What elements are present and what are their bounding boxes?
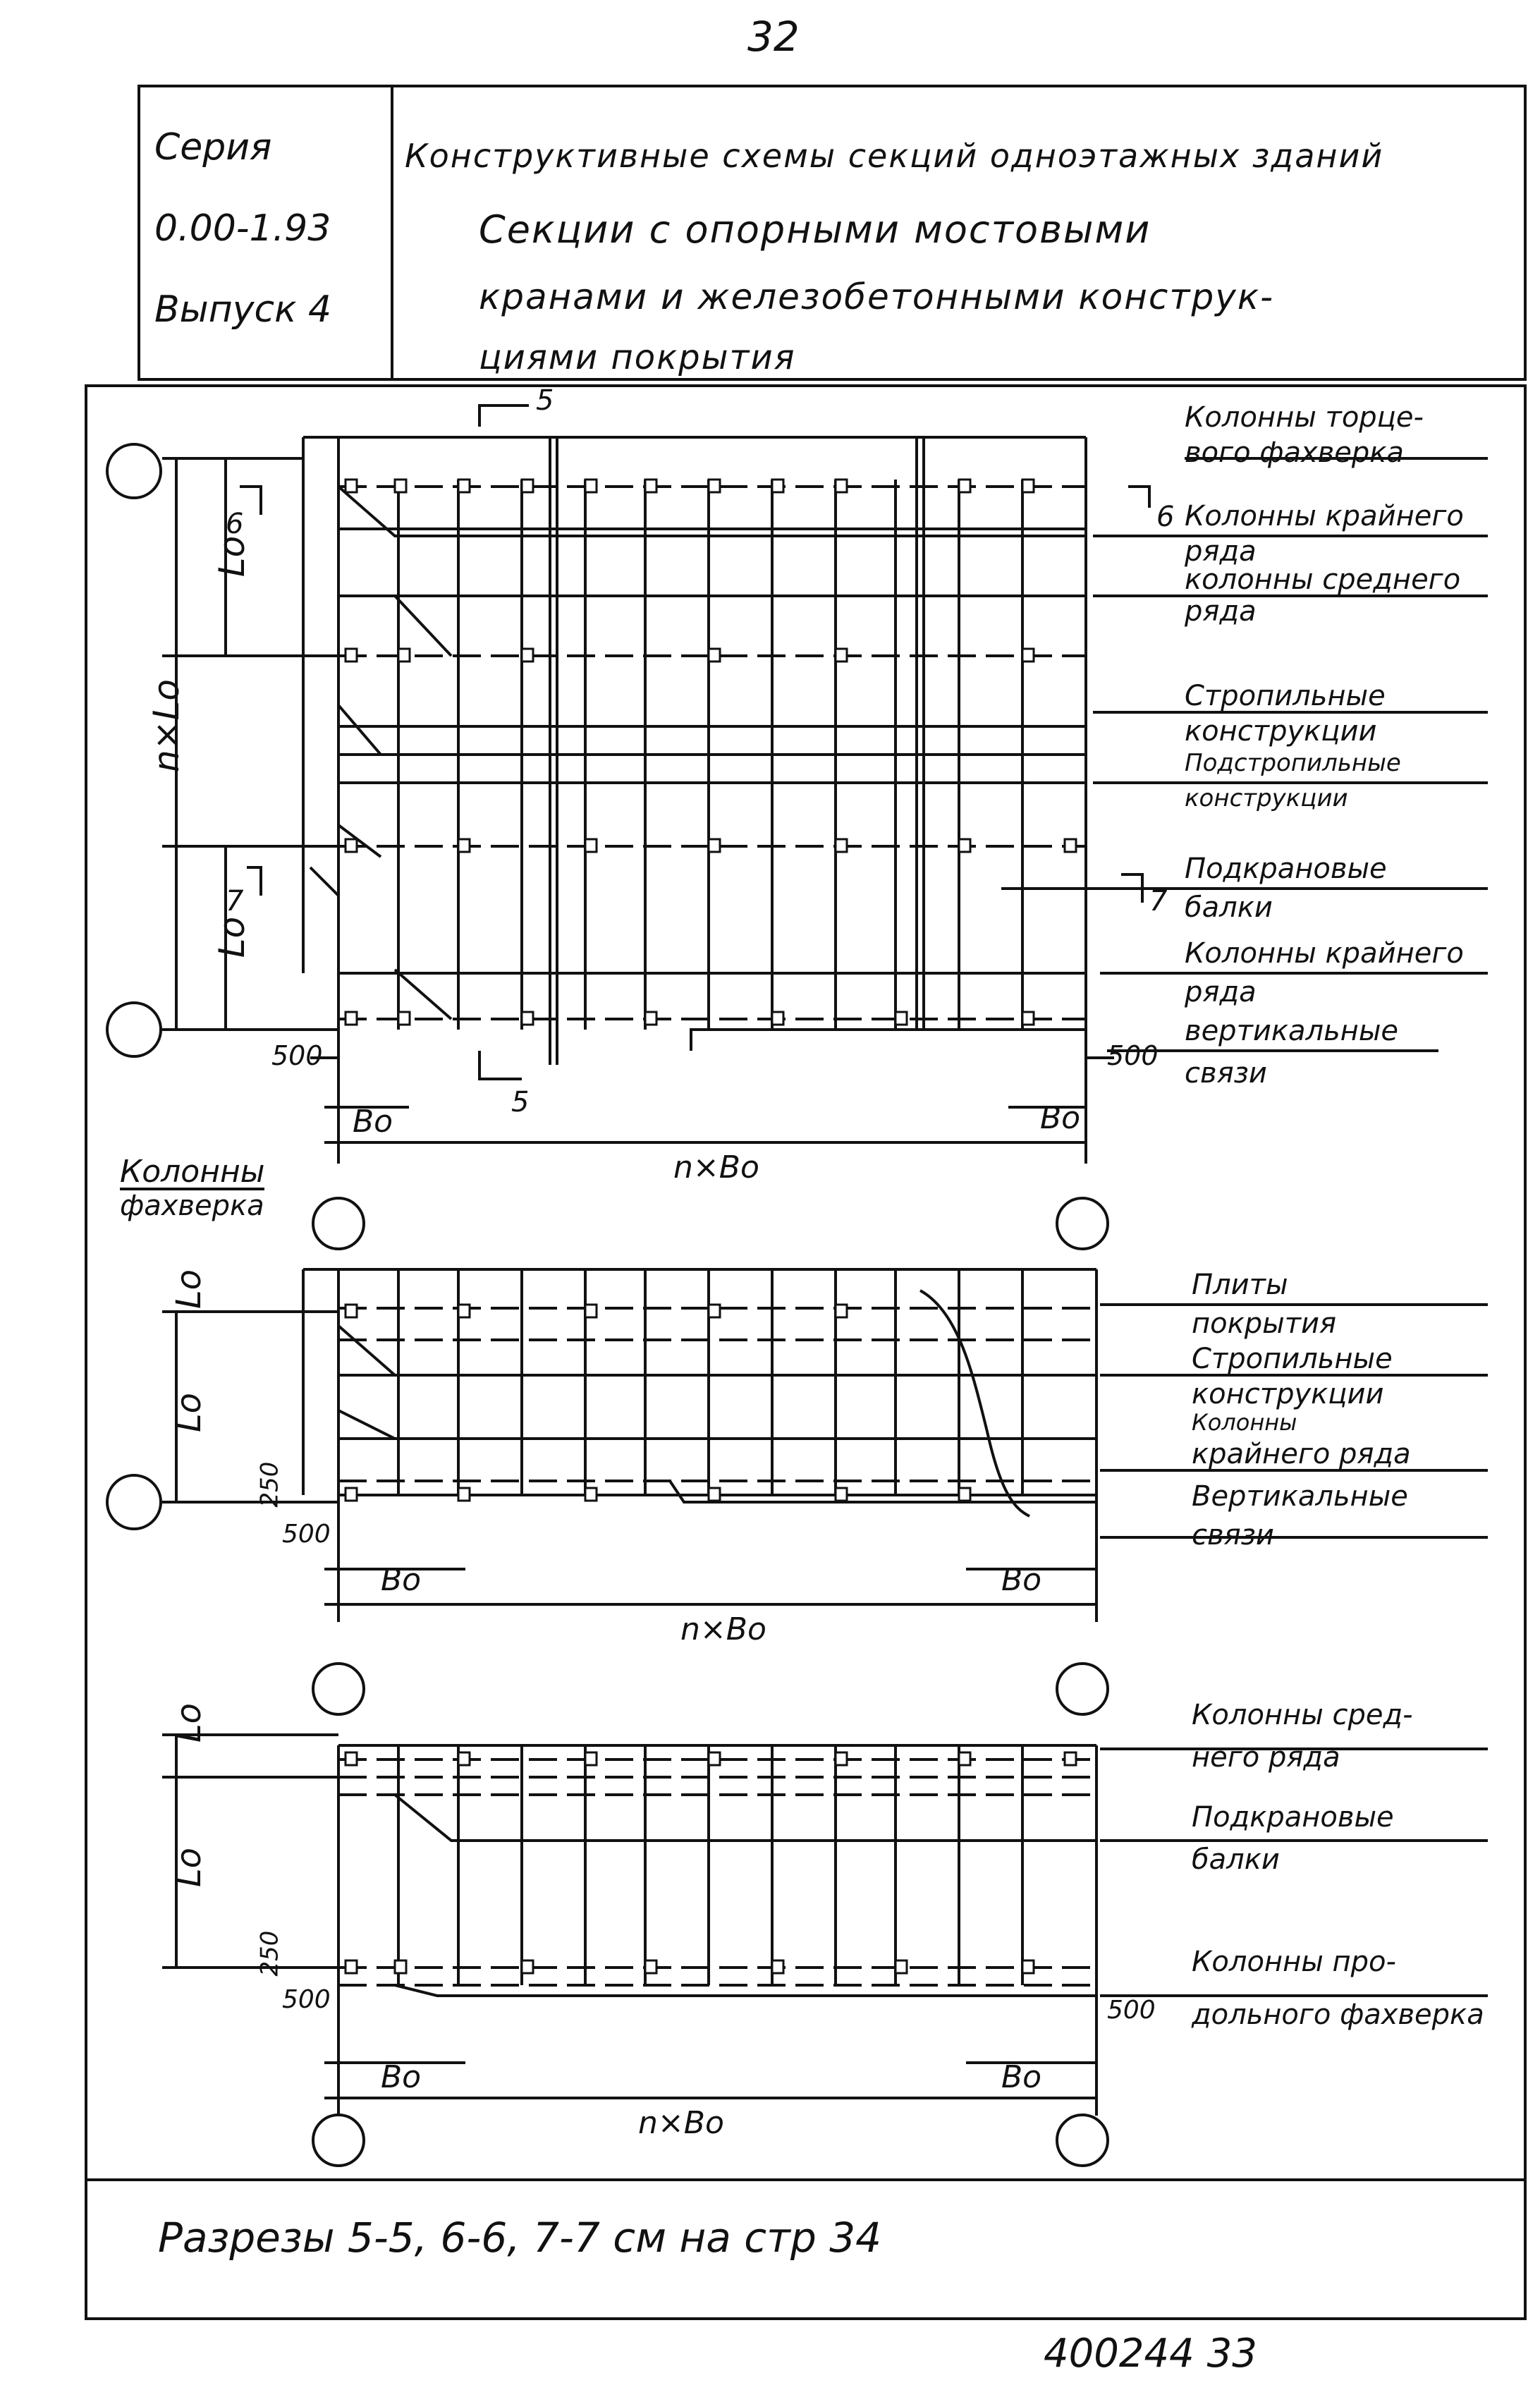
plan2-label-4: Колонны	[1192, 1409, 1297, 1436]
plan3-label-5: дольного фахверка	[1192, 1999, 1484, 2031]
plan1-label-5: ряда	[1185, 595, 1257, 628]
plan-1-columns-lines	[397, 437, 1024, 1065]
plan3-dim-250: 250	[255, 1930, 284, 1977]
page-number: 32	[747, 13, 800, 61]
plan3-dim-500-right: 500	[1107, 1996, 1156, 2025]
plan1-label-10: Подкрановые	[1185, 853, 1387, 885]
plan1-label-0: Колонны торце-	[1185, 401, 1424, 434]
plan1-label-15: связи	[1185, 1057, 1267, 1090]
plan1-label-1: вого фахверка	[1185, 437, 1404, 469]
plan1-dim-500-right: 500	[1107, 1040, 1159, 1071]
title-divider	[391, 87, 393, 378]
footer-note: Разрезы 5-5, 6-6, 7-7 см на стр 34	[158, 2214, 882, 2262]
plan2-left-label-1: Колонны	[120, 1154, 265, 1190]
plan1-dim-lo-bottom: Lo	[212, 916, 253, 958]
title-block: Серия 0.00-1.93 Выпуск 4 Конструктивные …	[138, 85, 1527, 381]
plan1-dim-500-left: 500	[271, 1040, 323, 1071]
plan3-dim-500-left: 500	[282, 1985, 331, 2014]
plan1-label-3: ряда	[1185, 535, 1257, 568]
plan3-label-3: балки	[1192, 1843, 1280, 1876]
plan1-cut-6-right: 6	[1156, 501, 1175, 533]
plan-3-grid	[337, 1744, 1098, 1997]
plan2-label-2: Стропильные	[1192, 1343, 1393, 1375]
title-line-1: Конструктивные схемы секций одноэтажных …	[405, 137, 1384, 175]
plan2-dim-250: 250	[255, 1461, 284, 1508]
plan1-label-7: конструкции	[1185, 715, 1377, 748]
plan2-dim-lo-bottom: Lo	[169, 1392, 209, 1433]
plan-1-grid	[302, 436, 1087, 1030]
plan1-label-8: Подстропильные	[1185, 749, 1401, 777]
plan1-cut-5-bottom: 5	[511, 1086, 530, 1118]
plan1-dim-n-lo: n×Lo	[146, 678, 188, 773]
plan1-label-11: балки	[1185, 891, 1273, 924]
label-leaders	[1001, 457, 1488, 1997]
plan1-label-2: Колонны крайнего	[1185, 500, 1464, 532]
plan1-cut-7-right: 7	[1149, 885, 1168, 917]
plan1-label-6: Стропильные	[1185, 680, 1386, 712]
plan1-label-4: колонны среднего	[1185, 563, 1461, 596]
title-line-3: кранами и железобетонными конструк-	[479, 276, 1275, 317]
document-stamp: 400244 33	[1044, 2331, 1257, 2377]
title-line-4: циями покрытия	[479, 338, 796, 377]
plan2-label-1: покрытия	[1192, 1307, 1337, 1340]
plan2-dim-lo-top: Lo	[169, 1269, 209, 1310]
plan2-dim-bo-left: Bo	[381, 1562, 422, 1598]
plan1-label-14: вертикальные	[1185, 1015, 1399, 1047]
plan2-label-3: конструкции	[1192, 1378, 1384, 1410]
plan2-label-5: крайнего ряда	[1192, 1438, 1411, 1470]
footer-divider	[87, 2178, 1524, 2181]
plan1-label-9: конструкции	[1185, 784, 1348, 812]
plan3-dim-bo-right: Bo	[1001, 2059, 1042, 2095]
column-markers	[344, 478, 1077, 1975]
plan3-dim-lo-bottom: Lo	[169, 1847, 209, 1888]
plan2-label-0: Плиты	[1192, 1269, 1288, 1301]
plan1-cut-7-left: 7	[226, 885, 244, 917]
plan2-dim-bo-right: Bo	[1001, 1562, 1042, 1598]
plan2-label-6: Вертикальные	[1192, 1480, 1408, 1513]
plan1-cut-6-left: 6	[226, 508, 244, 540]
plan3-label-1: него ряда	[1192, 1741, 1340, 1774]
plan1-label-12: Колонны крайнего	[1185, 937, 1464, 970]
plan3-dim-bo-left: Bo	[381, 2059, 422, 2095]
plan1-label-13: ряда	[1185, 976, 1257, 1008]
series-label: Серия	[154, 126, 272, 169]
plan3-dim-lo-top: Lo	[169, 1702, 209, 1743]
plan3-label-0: Колонны сред-	[1192, 1699, 1413, 1731]
plan2-left-label-2: фахверка	[120, 1190, 264, 1222]
plan3-dim-n-bo: n×Bo	[638, 2105, 724, 2141]
plan3-label-2: Подкрановые	[1192, 1801, 1394, 1834]
plan-2-grid	[302, 1268, 1098, 1518]
plan3-label-4: Колонны про-	[1192, 1946, 1396, 1978]
series-number: 0.00-1.93	[154, 207, 331, 250]
drawing-frame: Разрезы 5-5, 6-6, 7-7 см на стр 34	[85, 384, 1527, 2320]
plan1-cut-5-top: 5	[536, 384, 554, 417]
plan1-dim-lo-top: Lo	[212, 535, 253, 578]
plan2-dim-500: 500	[282, 1520, 331, 1549]
issue-number: Выпуск 4	[154, 288, 332, 331]
title-line-2: Секции с опорными мостовыми	[479, 207, 1151, 252]
plan1-dim-bo-left: Bo	[353, 1104, 393, 1140]
plan2-dim-n-bo: n×Bo	[680, 1611, 766, 1647]
plan-1-braces	[309, 485, 1086, 1051]
plan1-dim-n-bo: n×Bo	[673, 1149, 759, 1185]
plan2-label-7: связи	[1192, 1519, 1274, 1551]
plan1-dim-bo-right: Bo	[1040, 1100, 1081, 1136]
